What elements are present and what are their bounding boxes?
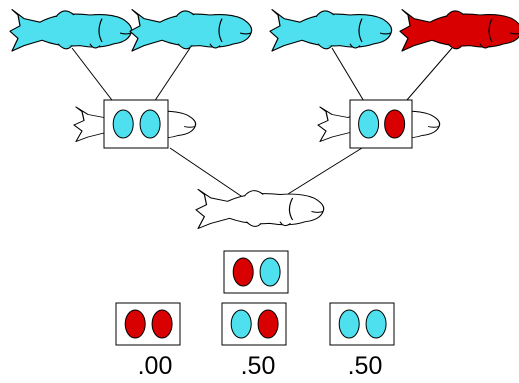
allele-cyan-1 (112, 109, 134, 139)
genotype-box-hom-cyan (329, 302, 395, 346)
allele-red-1 (232, 257, 254, 287)
line-p2-child (287, 147, 363, 195)
grandparent-fish-cyan (269, 9, 393, 52)
parent-genotype-box-1 (103, 99, 169, 149)
allele-red-2 (151, 309, 173, 339)
allele-cyan-1 (358, 109, 380, 139)
line-gp4-p2 (399, 47, 453, 109)
parent-genotype-box-2 (349, 99, 413, 149)
allele-cyan-1 (338, 309, 360, 339)
line-gp3-p2 (331, 47, 369, 109)
allele-red-2 (384, 109, 406, 139)
allele-cyan-1 (230, 309, 252, 339)
offspring-fish (195, 188, 325, 230)
allele-cyan-2 (259, 257, 281, 287)
offspring-fish-body (195, 188, 325, 230)
parent-row (73, 99, 441, 149)
genotype-boxes (115, 250, 395, 346)
allele-red-2 (257, 309, 279, 339)
genotype-box-hom-red (115, 302, 181, 346)
genotype-box-het-top (223, 250, 289, 294)
genotype-box-het-bottom (221, 302, 287, 346)
grandparent-fish-cyan (9, 9, 133, 52)
grandparent-row (9, 9, 519, 52)
allele-cyan-2 (365, 309, 387, 339)
probability-label-hom-cyan: .50 (348, 352, 383, 380)
probability-label-het: .50 (241, 352, 276, 380)
grandparent-fish-red (399, 9, 519, 52)
line-gp2-p1 (149, 47, 191, 109)
grandparent-fish-cyan (129, 9, 253, 52)
allele-cyan-2 (139, 109, 161, 139)
probability-label-hom-red: .00 (138, 352, 173, 380)
allele-red-1 (124, 309, 146, 339)
line-p1-child (169, 147, 245, 199)
lineage-lines (71, 47, 453, 199)
line-gp1-p1 (71, 47, 119, 109)
